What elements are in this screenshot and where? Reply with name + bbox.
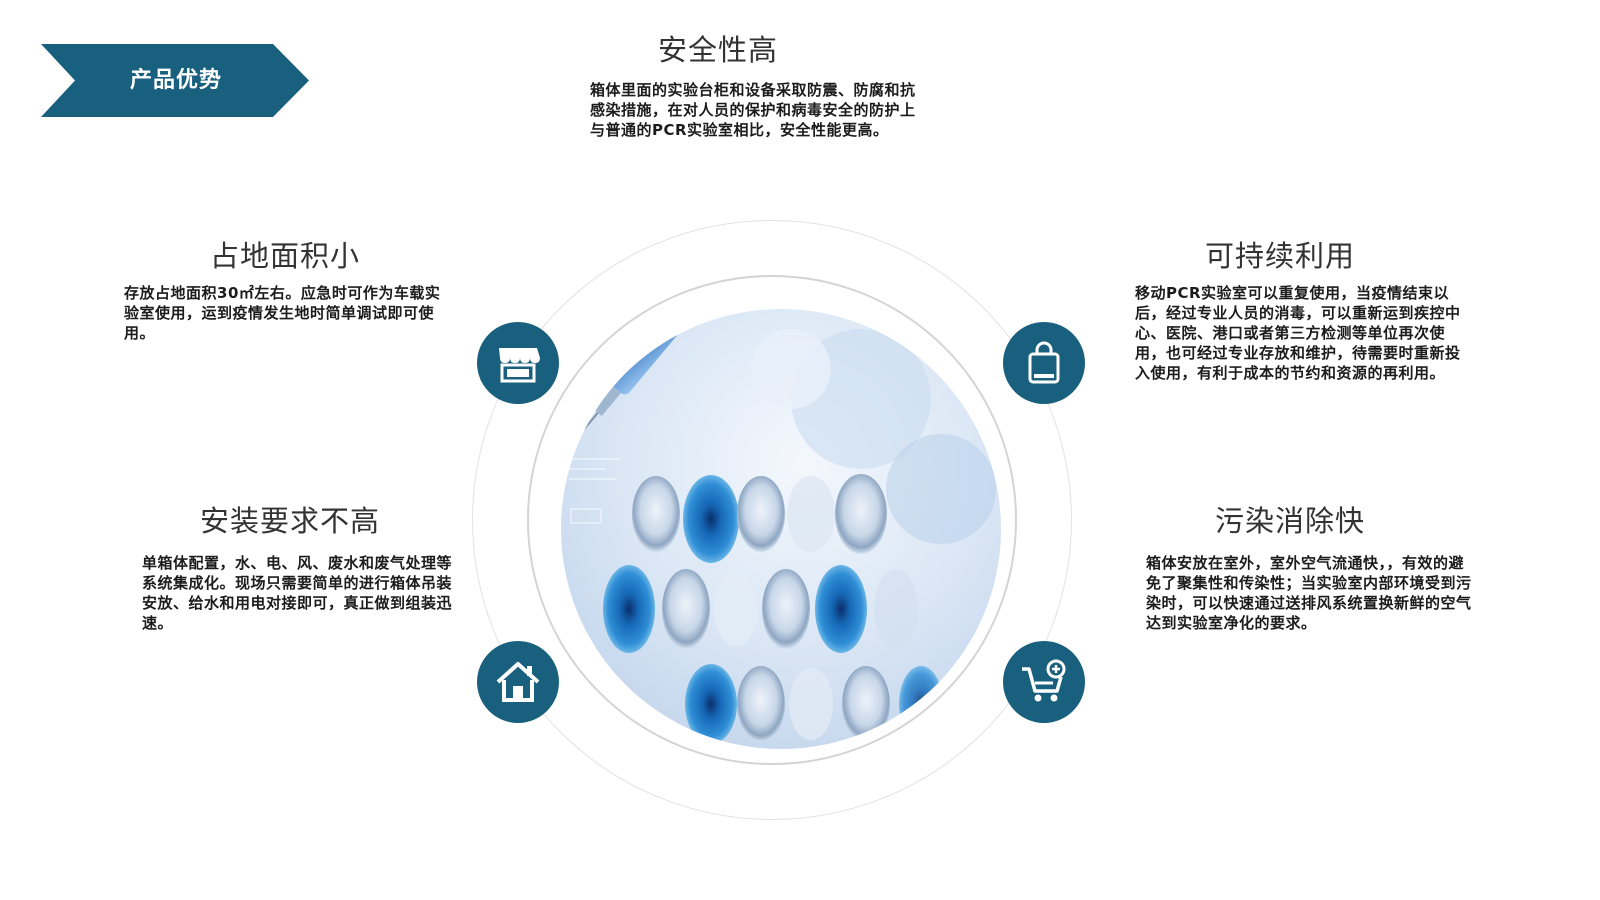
- shopping-bag-icon: [1028, 341, 1060, 384]
- footprint-badge: [477, 322, 559, 404]
- feature-desc-reuse: 移动PCR实验室可以重复使用，当疫情结束以后，经过专业人员的消毒，可以重新运到疾…: [1135, 284, 1461, 382]
- feature-desc-install: 单箱体配置，水、电、风、废水和废气处理等系统集成化。现场只需要简单的进行箱体吊装…: [142, 554, 453, 632]
- outer-ring: [472, 220, 1072, 820]
- inner-ring: [527, 275, 1017, 765]
- lab-vials-image: [561, 309, 1001, 749]
- ribbon-shape: [41, 44, 309, 117]
- decontam-badge: [1003, 641, 1085, 723]
- feature-title-decontam: 污染消除快: [1215, 504, 1366, 538]
- center-lab-photo: [561, 309, 1001, 749]
- feature-title-reuse: 可持续利用: [1205, 239, 1356, 273]
- home-icon: [496, 662, 540, 702]
- section-badge: 产品优势: [41, 44, 311, 117]
- feature-title-safety: 安全性高: [658, 33, 779, 67]
- feature-title-footprint: 占地面积小: [210, 239, 361, 273]
- reuse-badge: [1003, 322, 1085, 404]
- storefront-icon: [499, 348, 540, 383]
- cart-add-icon: [1022, 659, 1066, 702]
- install-badge: [477, 641, 559, 723]
- feature-desc-footprint: 存放占地面积30㎡左右。应急时可作为车载实验室使用，运到疫情发生地时简单调试即可…: [124, 284, 441, 342]
- feature-title-install: 安装要求不高: [200, 504, 381, 538]
- feature-desc-safety: 箱体里面的实验台柜和设备采取防震、防腐和抗感染措施，在对人员的保护和病毒安全的防…: [590, 81, 916, 139]
- section-badge-label: 产品优势: [129, 68, 222, 93]
- feature-desc-decontam: 箱体安放在室外，室外空气流通快，，有效的避免了聚集性和传染性；当实验室内部环境受…: [1146, 554, 1472, 632]
